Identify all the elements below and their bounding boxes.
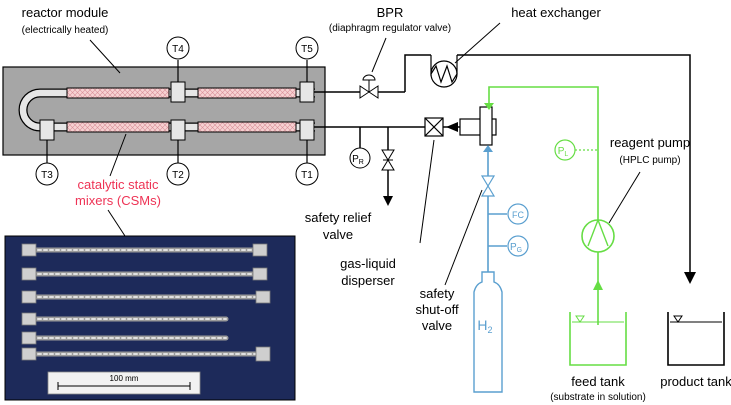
csm-section xyxy=(66,121,170,133)
thermocouple-t2: T2 xyxy=(166,162,190,186)
csm-rod xyxy=(21,346,271,362)
csm-rod xyxy=(21,267,268,281)
feed-tank-sublabel: (substrate in solution) xyxy=(550,392,646,403)
shutoff-label-2: shut-off xyxy=(415,302,459,317)
reagent-pump-sublabel: (HPLC pump) xyxy=(619,155,680,166)
csm-rod xyxy=(21,243,268,257)
feed-tank xyxy=(569,312,627,366)
safety-relief-label-1: safety relief xyxy=(305,210,372,225)
mixing-tee xyxy=(459,106,497,146)
shutoff-label-1: safety xyxy=(420,286,455,301)
csm-section xyxy=(197,87,297,99)
feed-tank-label: feed tank xyxy=(571,374,625,389)
csm-label-2: mixers (CSMs) xyxy=(75,193,161,208)
disperser-leader-line xyxy=(419,139,435,244)
gas-liquid-label-2: disperser xyxy=(341,273,395,288)
heat-exchanger-label: heat exchanger xyxy=(511,5,601,20)
pl-gauge-label: PL xyxy=(558,146,569,158)
h2-label: H2 xyxy=(477,317,492,335)
shutoff-leader-line xyxy=(444,189,483,286)
safety-relief-label-2: valve xyxy=(323,227,353,242)
pr-gauge: PR xyxy=(349,147,371,169)
csm-leader-line-bottom xyxy=(107,209,126,237)
reactor-subtitle: (electrically heated) xyxy=(22,25,109,36)
csm-photo: 100 mm xyxy=(4,235,296,401)
fc-controller: FC xyxy=(507,203,529,225)
h2-cylinder: H2 xyxy=(473,271,503,393)
fc-label: FC xyxy=(512,210,524,220)
csm-label-1: catalytic static xyxy=(78,177,159,192)
thermocouple-t5: T5 xyxy=(295,36,319,60)
reagent-pump xyxy=(581,219,615,253)
thermocouple-label: T1 xyxy=(301,170,313,181)
thermocouple-label: T2 xyxy=(172,170,184,181)
bpr-subtitle: (diaphragm regulator valve) xyxy=(329,23,451,34)
bpr-title: BPR xyxy=(377,5,404,20)
gas-liquid-disperser xyxy=(424,117,444,137)
product-tank xyxy=(667,312,725,366)
outlet-line xyxy=(314,54,691,275)
bpr-valve xyxy=(359,74,379,99)
csm-leader-line-top xyxy=(109,133,127,177)
scale-bar-label: 100 mm xyxy=(110,374,139,383)
pg-gauge-label: PG xyxy=(510,242,522,254)
pump-leader-line xyxy=(608,171,641,224)
scale-bar: 100 mm xyxy=(47,371,201,395)
shutoff-label-3: valve xyxy=(422,318,452,333)
pr-gauge-label: PR xyxy=(352,154,364,166)
reagent-pump-label: reagent pump xyxy=(610,135,690,150)
thermocouple-label: T4 xyxy=(172,44,184,55)
product-tank-label: product tank xyxy=(660,374,731,389)
csm-section xyxy=(66,87,170,99)
feed-up-arrow xyxy=(593,280,603,290)
relief-arrow-head xyxy=(383,196,393,206)
thermocouple-t4: T4 xyxy=(166,36,190,60)
gas-liquid-label-1: gas-liquid xyxy=(340,256,396,271)
bpr-leader-line xyxy=(371,37,387,73)
pg-gauge: PG xyxy=(507,235,529,257)
thermocouple-label: T3 xyxy=(41,170,53,181)
thermocouple-t1: T1 xyxy=(295,162,319,186)
heat-exchanger-leader-line xyxy=(454,22,501,64)
heat-exchanger xyxy=(430,55,458,88)
safety-relief-valve xyxy=(381,149,395,171)
reactor-leader-line xyxy=(89,39,121,74)
reactor-title: reactor module xyxy=(22,5,109,20)
csm-section xyxy=(197,121,297,133)
liquid-feed-arrow xyxy=(484,103,494,110)
gas-feed-line xyxy=(487,150,507,272)
gas-shutoff-valve xyxy=(480,175,496,197)
gas-feed-arrow xyxy=(483,145,493,152)
disperser-feed-arrow xyxy=(446,122,458,132)
thermocouple-t3: T3 xyxy=(35,162,59,186)
pl-gauge: PL xyxy=(554,139,576,161)
reactor-module xyxy=(2,60,326,163)
thermocouple-label: T5 xyxy=(301,44,313,55)
liquid-feed-line xyxy=(488,86,599,325)
product-arrow-head xyxy=(684,272,696,284)
csm-rod xyxy=(21,312,229,326)
csm-rod xyxy=(21,331,229,345)
csm-rod xyxy=(21,290,271,304)
